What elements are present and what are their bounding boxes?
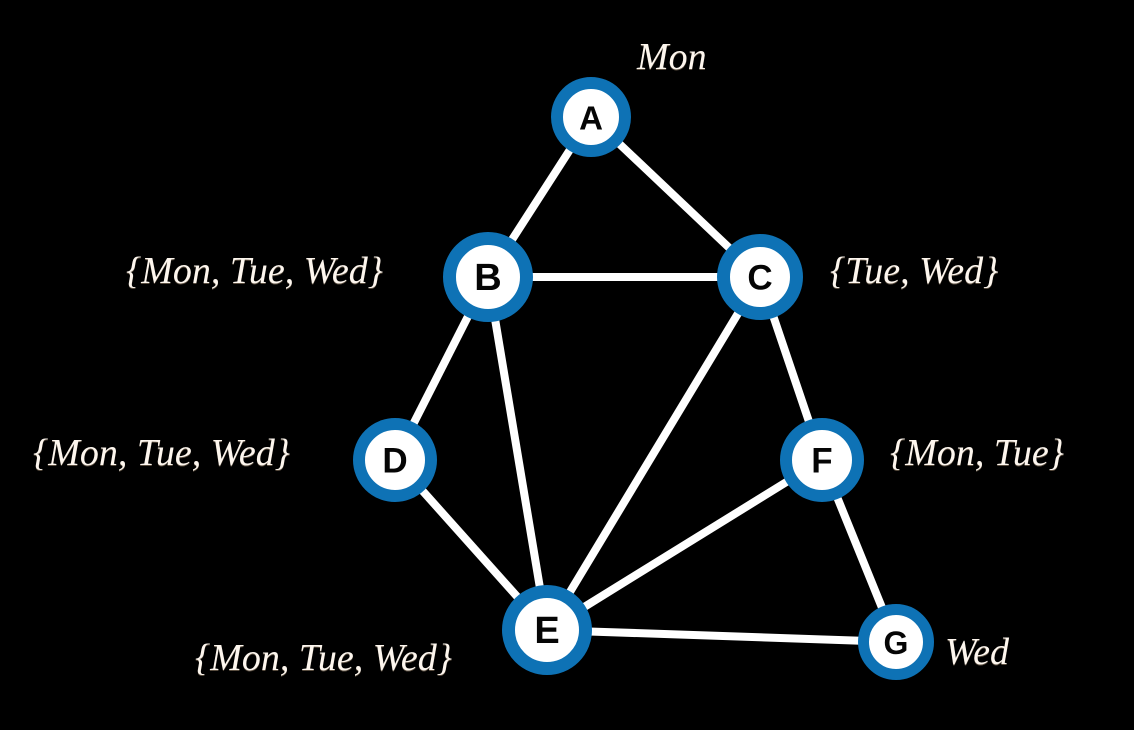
edge-e-g xyxy=(588,627,862,645)
edge-c-f xyxy=(769,313,814,425)
edge-f-g xyxy=(832,494,887,612)
node-label-e: E xyxy=(534,610,559,652)
edge-c-e xyxy=(565,309,743,597)
node-label-c: C xyxy=(747,259,772,298)
node-a[interactable]: A xyxy=(551,77,631,157)
node-circle-g xyxy=(858,604,934,680)
node-circle-b xyxy=(443,232,533,322)
node-label-d: D xyxy=(382,442,407,481)
edge-d-e xyxy=(418,486,522,602)
domain-label-b: {Mon, Tue, Wed} xyxy=(126,250,383,292)
node-circle-d xyxy=(353,418,437,502)
edge-b-d xyxy=(409,312,473,428)
node-circle-a xyxy=(551,77,631,157)
node-e[interactable]: E xyxy=(502,585,592,675)
node-g[interactable]: G xyxy=(858,604,934,680)
domain-label-g: Wed xyxy=(945,631,1010,673)
node-d[interactable]: D xyxy=(353,418,437,502)
edge-a-b xyxy=(507,145,575,244)
node-c[interactable]: C xyxy=(717,234,803,320)
nodes-group: A B C D F E G xyxy=(353,77,934,680)
edge-a-c xyxy=(615,139,734,253)
domain-label-e: {Mon, Tue, Wed} xyxy=(195,637,452,679)
node-circle-c xyxy=(717,234,803,320)
node-label-b: B xyxy=(474,257,501,299)
node-f[interactable]: F xyxy=(780,418,864,502)
domain-label-f: {Mon, Tue} xyxy=(890,432,1064,474)
node-circle-e xyxy=(502,585,592,675)
node-circle-f xyxy=(780,418,864,502)
node-label-f: F xyxy=(811,442,832,481)
domain-label-d: {Mon, Tue, Wed} xyxy=(33,432,290,474)
node-label-g: G xyxy=(884,625,909,661)
edge-b-e xyxy=(490,317,545,590)
edges-group xyxy=(409,139,887,645)
edge-e-f xyxy=(580,477,791,612)
domain-label-a: Mon xyxy=(637,36,707,78)
domain-label-c: {Tue, Wed} xyxy=(830,250,999,292)
node-b[interactable]: B xyxy=(443,232,533,322)
node-label-a: A xyxy=(579,100,603,137)
